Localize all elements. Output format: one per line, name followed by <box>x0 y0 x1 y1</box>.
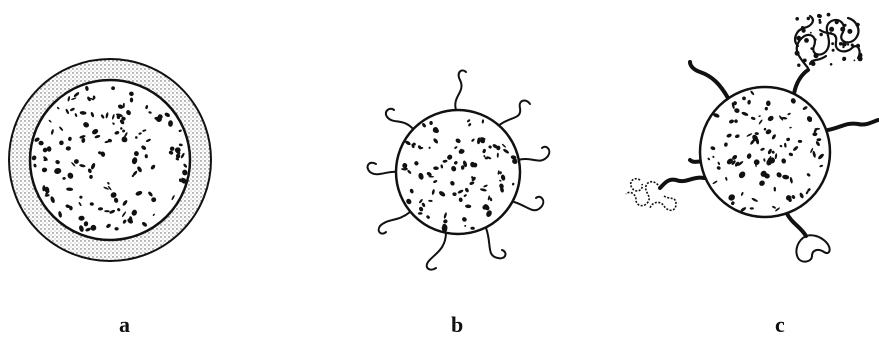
protein-dot <box>814 38 817 41</box>
protein-dot <box>851 44 854 47</box>
linker <box>828 120 878 130</box>
protein-dot <box>819 15 822 18</box>
protein-dot <box>797 63 800 66</box>
protein-dot <box>803 59 807 63</box>
protein-dot <box>840 27 845 32</box>
ligand <box>498 101 530 126</box>
protein-dot <box>820 33 823 36</box>
protein-dot <box>795 17 799 21</box>
linker <box>660 178 704 188</box>
protein-dot <box>842 46 844 48</box>
ligand <box>379 212 410 234</box>
protein-dot <box>859 54 863 58</box>
ligand <box>486 228 505 258</box>
protein-dot <box>818 19 821 22</box>
protein-dot <box>831 42 834 45</box>
protein-dot <box>795 51 800 56</box>
particle-c <box>626 13 878 262</box>
protein-dot <box>827 13 831 17</box>
panel-label-c: c <box>775 312 785 338</box>
protein-dot <box>847 29 852 34</box>
protein-dot <box>830 63 833 66</box>
protein-dot <box>804 38 809 43</box>
protein-dot <box>814 53 819 58</box>
ligand <box>514 197 543 211</box>
ligand <box>427 232 446 270</box>
ligand <box>518 147 549 161</box>
protein-dot <box>844 24 847 27</box>
speckle <box>742 97 746 101</box>
protein-dot <box>811 61 816 66</box>
linker <box>690 62 728 98</box>
protein-dot <box>856 44 860 48</box>
protein-dot <box>842 58 845 61</box>
protein-dot <box>834 36 836 38</box>
ligand <box>455 70 466 110</box>
helix-molecule <box>626 179 676 211</box>
protein-dot <box>802 29 806 33</box>
protein-dot <box>829 27 834 32</box>
speckle <box>418 212 423 215</box>
protein-dot <box>810 32 812 34</box>
particle-core <box>30 80 190 240</box>
protein-dot <box>835 20 839 24</box>
panel-label-b: b <box>451 312 463 338</box>
protein-dot <box>819 21 822 24</box>
panel-label-a: a <box>119 312 130 338</box>
protein-dot <box>857 23 860 26</box>
protein-dot <box>810 47 813 50</box>
linker <box>794 70 808 94</box>
protein-dot <box>830 32 832 34</box>
particle-b <box>368 70 550 269</box>
particle-a <box>9 59 211 261</box>
protein-dot <box>796 36 801 41</box>
receptor-molecule <box>796 235 829 261</box>
protein-dot <box>854 60 856 62</box>
protein-dot <box>842 42 847 47</box>
speckle <box>766 101 771 107</box>
protein-dot <box>847 43 849 45</box>
protein-dot <box>839 42 843 46</box>
protein-dot <box>832 49 835 52</box>
linker <box>786 212 806 236</box>
ligand <box>386 109 414 130</box>
protein-dot <box>807 17 810 20</box>
